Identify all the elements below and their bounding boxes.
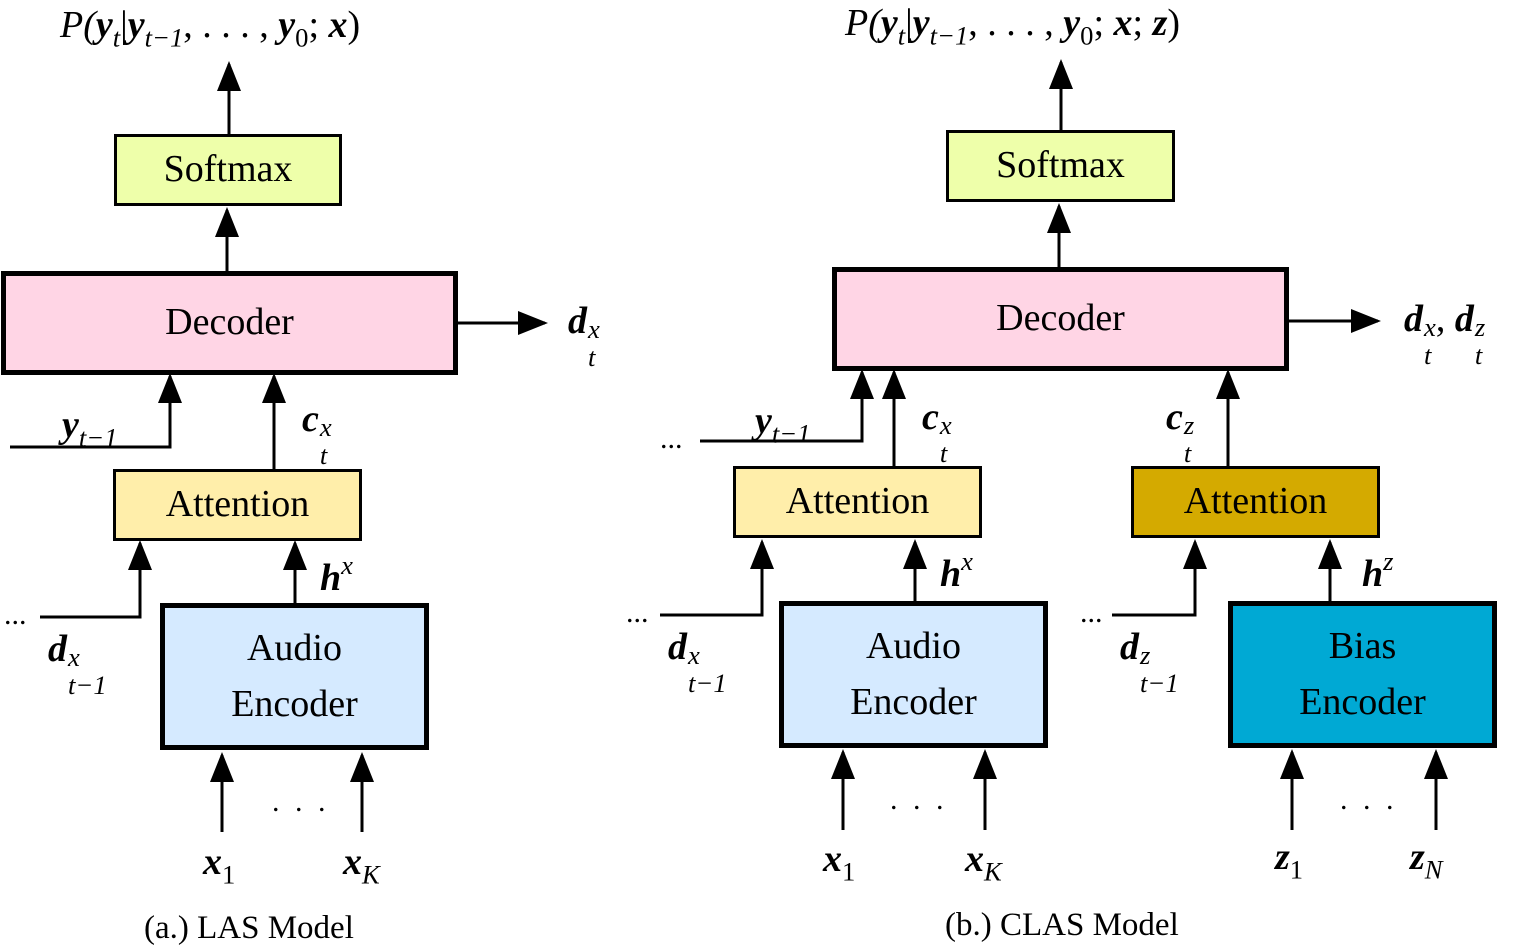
arrow-dtz1-to-attention [1112, 539, 1207, 617]
clas-zN-label: zN [1410, 836, 1443, 885]
clas-yt1-label: yt−1 [755, 400, 811, 449]
clas-audio-attention-box: Attention [733, 466, 982, 538]
clas-yt1-dots: ... [660, 422, 683, 455]
arrow-dtx1-to-attention [660, 539, 774, 617]
clas-z-input-dots: . . . [1340, 783, 1398, 816]
clas-x-input-dots: . . . [890, 783, 948, 816]
clas-hx-label: hx [940, 546, 973, 595]
arrow-dt1-to-attention [40, 540, 152, 619]
clas-dtx1-dots: ... [626, 596, 649, 629]
clas-decoder-box: Decoder [832, 267, 1289, 371]
las-input-dots: . . . [272, 785, 330, 818]
clas-softmax-box: Softmax [946, 130, 1175, 202]
clas-x1-label: x1 [823, 838, 856, 887]
las-dt1-dots: ... [4, 598, 27, 631]
clas-xK-label: xK [965, 838, 1002, 887]
clas-z1-label: z1 [1275, 836, 1304, 885]
las-yt1-label: yt−1 [62, 404, 118, 453]
las-attention-box: Attention [113, 469, 362, 541]
clas-caption: (b.) CLAS Model [945, 907, 1179, 943]
arrow-yt1-to-decoder [10, 373, 182, 449]
las-xK-label: xK [343, 841, 380, 890]
clas-output-prob: P(yt|yt−1, . . . , y0; x; z) [845, 2, 1181, 51]
las-caption: (a.) LAS Model [144, 910, 354, 946]
las-decoder-box: Decoder [1, 271, 458, 375]
clas-bias-attention-box: Attention [1131, 466, 1380, 538]
las-softmax-box: Softmax [114, 134, 342, 206]
las-x1-label: x1 [203, 841, 236, 890]
las-output-prob: P(yt|yt−1, . . . , y0; x) [60, 4, 361, 53]
clas-dtz1-dots: ... [1080, 596, 1103, 629]
arrow-clas-yt1-to-decoder [700, 369, 874, 443]
clas-hz-label: hz [1362, 546, 1394, 595]
las-hx-label: hx [320, 550, 353, 599]
